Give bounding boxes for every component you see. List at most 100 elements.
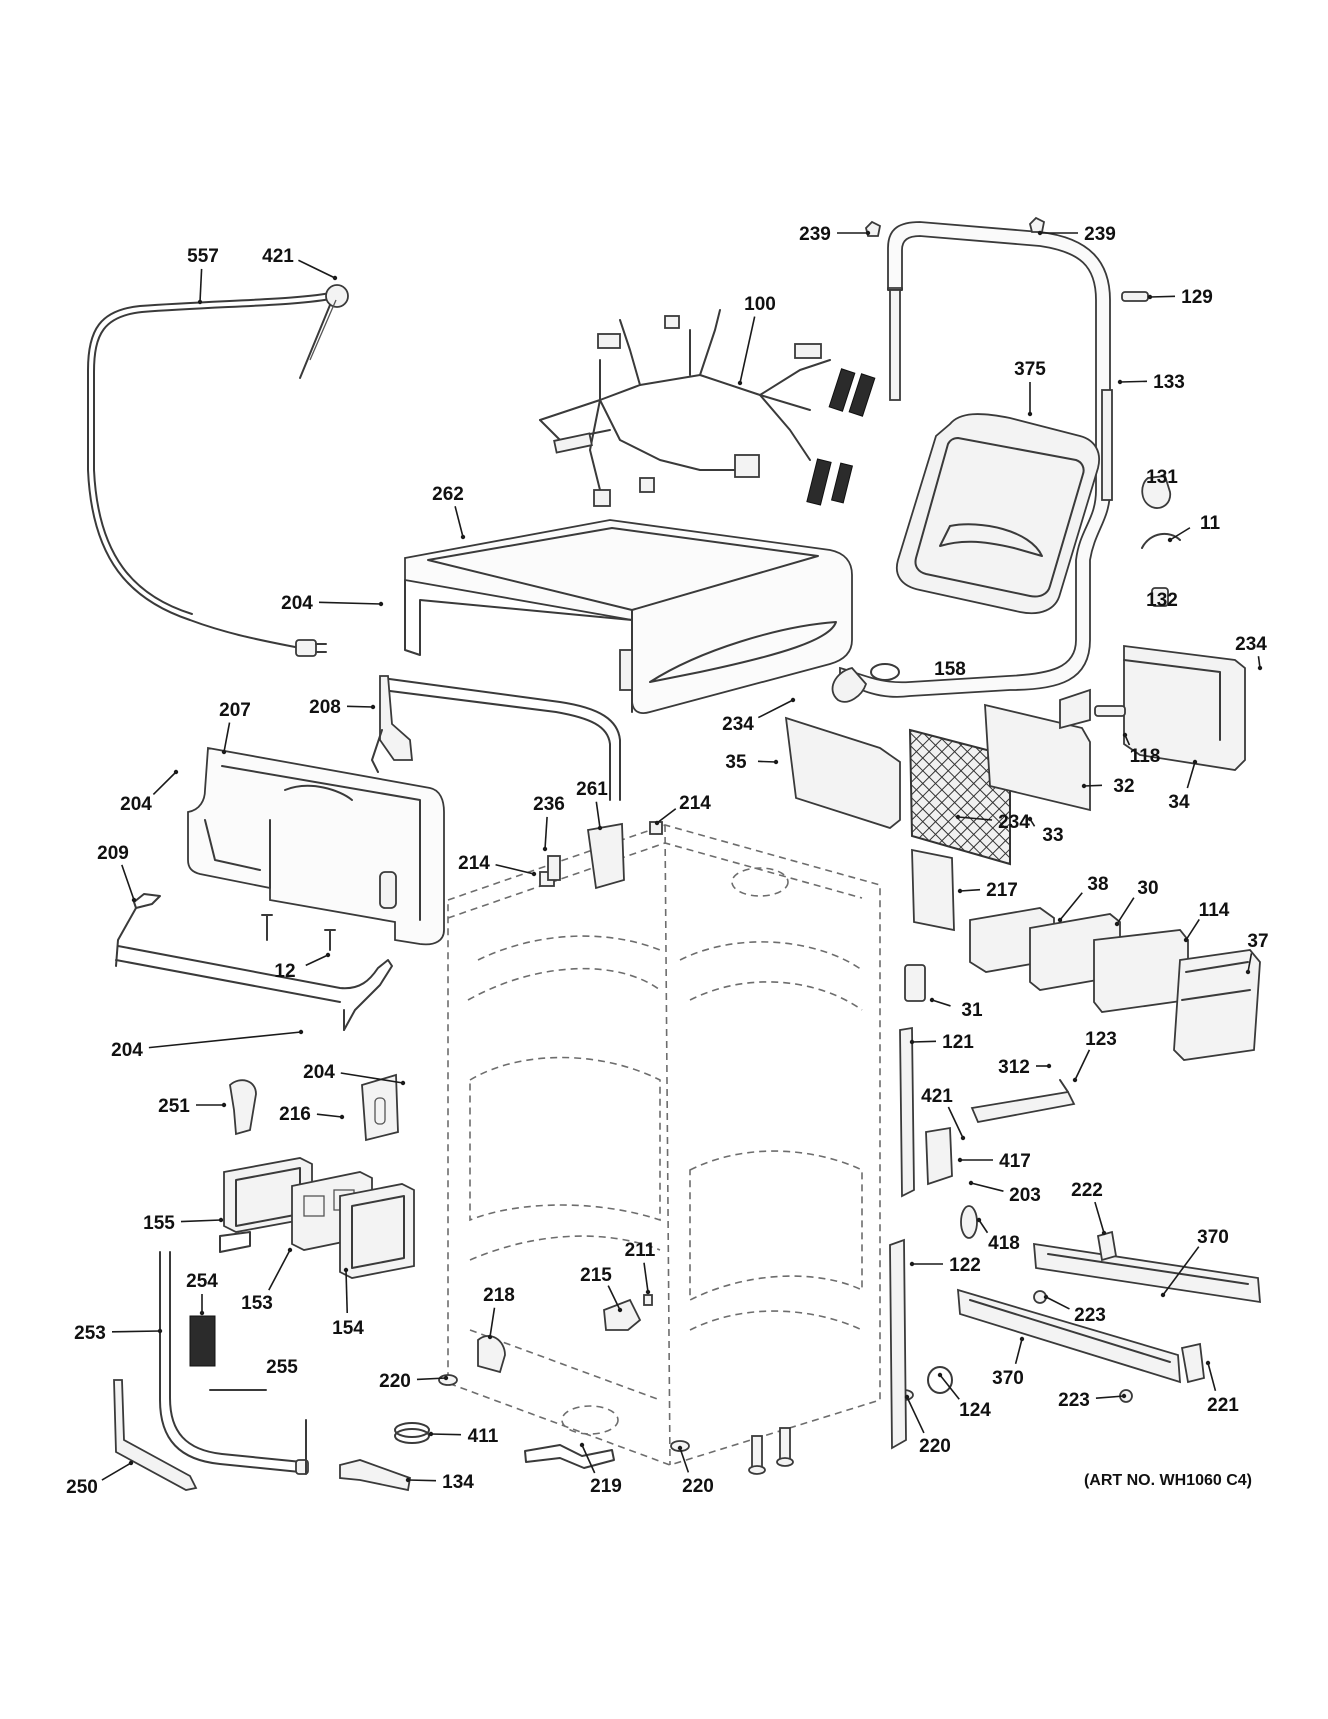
part-number-label: 223	[1058, 1390, 1090, 1411]
power-cord-part	[87, 284, 349, 657]
part-number-label: 122	[949, 1255, 981, 1276]
leader-arrow	[1027, 816, 1033, 822]
part-number-label: 219	[590, 1476, 622, 1497]
part-illustrations	[87, 216, 1261, 1492]
leader-arrow	[976, 1217, 982, 1223]
leader-arrow	[339, 1114, 345, 1120]
leader-arrow	[1027, 411, 1033, 417]
leader-line	[407, 1479, 437, 1482]
wire-harness-part	[539, 309, 876, 507]
leader-arrow	[1043, 1294, 1049, 1300]
part-number-label: 132	[1146, 590, 1178, 611]
part-number-label: 557	[187, 246, 219, 267]
leader-arrow	[221, 749, 227, 755]
leader-arrow	[1114, 921, 1120, 927]
part-number-label: 34	[1168, 792, 1190, 813]
leader-line	[1207, 1362, 1217, 1392]
leader-arrow	[1101, 1230, 1107, 1236]
callout-c261: 261	[576, 779, 608, 831]
callout-c208: 208	[309, 697, 376, 718]
leader-line	[906, 1396, 925, 1434]
leader-arrow	[1167, 537, 1173, 543]
part-number-label: 220	[682, 1476, 714, 1497]
leader-arrow	[298, 1029, 304, 1035]
part-number-label: 222	[1071, 1180, 1103, 1201]
part-number-label: 217	[986, 880, 1018, 901]
leader-arrow	[960, 1135, 966, 1141]
latch-parts	[925, 1079, 1076, 1239]
leader-arrow	[343, 1267, 349, 1273]
leader-arrow	[957, 888, 963, 894]
part-number-label: 155	[143, 1213, 175, 1234]
leader-line	[316, 1113, 343, 1118]
leader-arrow	[400, 1080, 406, 1086]
callout-c370a: 370	[1160, 1227, 1229, 1298]
part-number-label: 32	[1113, 776, 1134, 797]
leader-arrow	[617, 1307, 623, 1313]
leader-line	[1095, 1395, 1125, 1399]
leader-arrow	[1081, 783, 1087, 789]
part-number-label: 207	[219, 700, 251, 721]
leader-line	[931, 999, 951, 1007]
part-number-label: 33	[1042, 825, 1063, 846]
part-number-label: 153	[241, 1293, 273, 1314]
callout-c123: 123	[1072, 1029, 1117, 1083]
leader-arrow	[443, 1375, 449, 1381]
part-number-label: 204	[303, 1062, 335, 1083]
leader-line	[643, 1262, 649, 1293]
leader-arrow	[325, 952, 331, 958]
leader-line	[544, 816, 548, 850]
leader-line	[298, 259, 336, 279]
part-number-label: 216	[279, 1104, 311, 1125]
leader-line	[757, 699, 794, 719]
leader-line	[1185, 918, 1200, 941]
leader-arrow	[1147, 294, 1153, 300]
leader-arrow	[1122, 732, 1128, 738]
leader-line	[957, 816, 993, 821]
leader-line	[1059, 892, 1083, 921]
cabinet-outline	[447, 824, 881, 1466]
leader-arrow	[929, 997, 935, 1003]
part-number-label: 121	[942, 1032, 974, 1053]
part-number-label: 370	[1197, 1227, 1229, 1248]
leader-arrow	[1245, 969, 1251, 975]
callout-c133: 133	[1117, 372, 1185, 393]
pcb-parts	[904, 848, 1261, 1061]
leader-arrow	[654, 820, 660, 826]
leader-arrow	[1057, 917, 1063, 923]
callout-c154: 154	[332, 1267, 364, 1339]
callout-c222: 222	[1071, 1180, 1107, 1236]
callout-c253: 253	[74, 1323, 163, 1344]
leader-line	[1186, 761, 1196, 789]
part-number-label: 11	[1200, 513, 1221, 534]
leader-line	[947, 1106, 964, 1139]
callout-c418: 418	[976, 1217, 1020, 1254]
leader-arrow	[487, 1334, 493, 1340]
leader-arrow	[904, 1394, 910, 1400]
base-rails-parts	[927, 1230, 1261, 1403]
leader-arrow	[865, 230, 871, 236]
part-number-label: 203	[1009, 1185, 1041, 1206]
callout-c417: 417	[957, 1151, 1031, 1172]
leader-arrow	[937, 1372, 943, 1378]
callout-c31: 31	[929, 997, 983, 1021]
leader-arrow	[378, 601, 384, 607]
leader-arrow	[955, 814, 961, 820]
leader-arrow	[428, 1431, 434, 1437]
callout-c234c: 234	[955, 812, 1030, 833]
part-number-label: 124	[959, 1400, 991, 1421]
leader-arrow	[1072, 1077, 1078, 1083]
callout-c114: 114	[1183, 900, 1230, 943]
callout-c34: 34	[1168, 759, 1198, 813]
rear-base-bracket-part	[115, 893, 393, 1031]
cable-tie-part	[209, 1389, 307, 1475]
leader-arrow	[460, 534, 466, 540]
callout-c218: 218	[483, 1285, 515, 1340]
callout-c211: 211	[625, 1240, 656, 1295]
bracket-part	[339, 1459, 412, 1492]
callout-c155: 155	[143, 1213, 224, 1234]
callout-c223a: 223	[1043, 1294, 1106, 1326]
dispenser-gasket-part	[896, 413, 1100, 615]
